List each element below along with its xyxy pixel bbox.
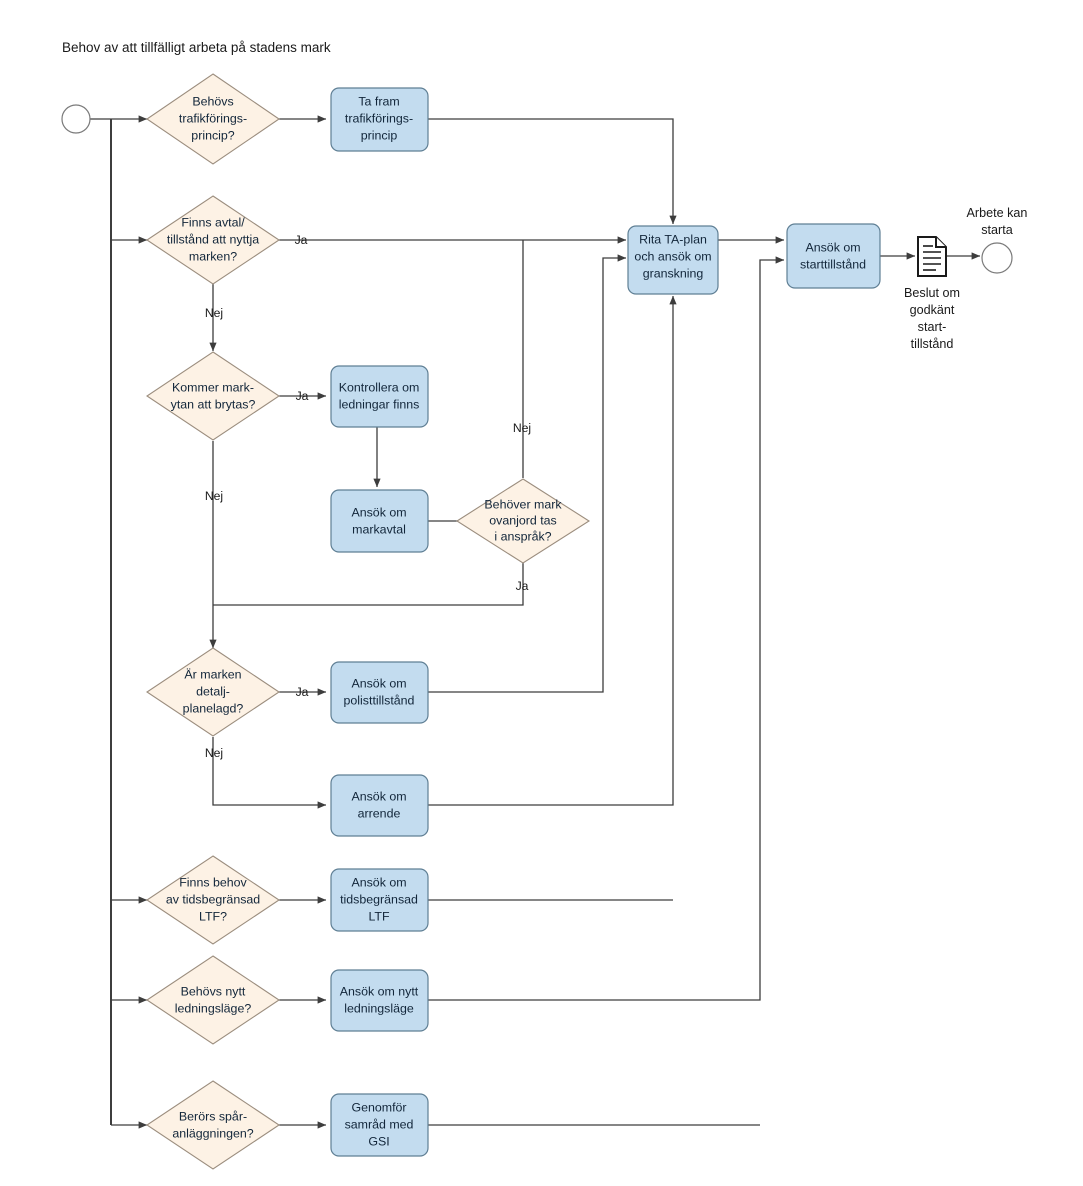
edge-label-d4-ja: Ja [516,579,529,593]
decision-sparanlaggningen[interactable]: Berörs spår- anläggningen? [146,1080,280,1170]
decision-markytan-brytas[interactable]: Kommer mark- ytan att brytas? [146,351,280,441]
edge-label-d3-ja: Ja [296,389,309,403]
process-ansok-tidsbegransad-ltf-line-0: Ansök om [351,875,406,889]
process-ansok-starttillstand-line-1: starttillstånd [800,257,866,271]
decision-nytt-ledningslage-line-1: ledningsläge? [175,1001,252,1015]
decision-detaljplanelagd-line-2: planelagd? [183,701,244,715]
decision-sparanlaggningen-line-0: Berörs spår- [179,1109,247,1123]
decision-mark-ovanjord-line-2: i anspråk? [494,529,551,543]
document-label-line-1: godkänt [910,303,955,317]
decision-detaljplanelagd-line-1: detalj- [196,684,230,698]
decision-trafikforingsprincip[interactable]: Behövs trafikförings- princip? [146,73,280,165]
process-ansok-nytt-ledningslage[interactable]: Ansök om nytt ledningsläge [330,969,429,1032]
process-genomfor-samrad-gsi-line-2: GSI [368,1134,389,1148]
edge-label-layer: Ja Nej Ja Nej Nej Ja Ja Nej [205,233,531,760]
edge-label-d5-ja: Ja [296,685,309,699]
process-kontrollera-ledningar-line-0: Kontrollera om [339,380,420,394]
decision-tidsbegransad-ltf-line-0: Finns behov [179,875,247,889]
end-node-label-line-1: starta [981,223,1013,237]
process-genomfor-samrad-gsi-line-0: Genomför [351,1100,406,1114]
edge-d5-nej-to-p5 [212,737,327,809]
process-genomfor-samrad-gsi[interactable]: Genomför samråd med GSI [330,1093,429,1157]
process-ta-fram-trafikforingsprincip-line-2: princip [361,128,398,142]
process-ansok-nytt-ledningslage-line-1: ledningsläge [344,1001,414,1015]
edge-p4-to-p9 [428,254,627,693]
decision-tidsbegransad-ltf-line-1: av tidsbegränsad [166,892,260,906]
decision-nytt-ledningslage[interactable]: Behövs nytt ledningsläge? [146,955,280,1045]
edge-p1-to-p9 [428,118,677,225]
page-title: Behov av att tillfälligt arbeta på stade… [62,40,331,55]
edge-label-d2-nej: Nej [205,306,223,320]
decision-detaljplanelagd[interactable]: Är marken detalj- planelagd? [146,647,280,737]
process-ansok-starttillstand[interactable]: Ansök om starttillstånd [786,223,881,289]
edge-label-d4-nej: Nej [513,421,531,435]
process-ansok-nytt-ledningslage-line-0: Ansök om nytt [340,984,419,998]
process-ta-fram-trafikforingsprincip-line-0: Ta fram [358,94,399,108]
connector-layer [90,115,981,1129]
decision-tidsbegransad-ltf-line-2: LTF? [199,909,227,923]
decision-avtal-tillstand-line-2: marken? [189,249,237,263]
process-ansok-tidsbegransad-ltf-line-2: LTF [368,909,390,923]
decision-tidsbegransad-ltf[interactable]: Finns behov av tidsbegränsad LTF? [146,855,280,945]
process-rita-ta-plan-line-1: och ansök om [634,249,711,263]
decision-mark-ovanjord-line-0: Behöver mark [484,497,562,511]
process-ansok-polisttillstand-line-0: Ansök om [351,676,406,690]
decision-avtal-tillstand-line-1: tillstånd att nyttja [167,232,259,246]
process-kontrollera-ledningar-line-1: ledningar finns [339,397,420,411]
decision-markytan-brytas-line-1: ytan att brytas? [171,397,256,411]
start-node[interactable] [61,104,91,134]
process-ansok-markavtal-line-0: Ansök om [351,505,406,519]
edge-label-d5-nej: Nej [205,746,223,760]
decision-avtal-tillstand-line-0: Finns avtal/ [181,215,245,229]
process-ansok-arrende-line-0: Ansök om [351,789,406,803]
decision-mark-ovanjord[interactable]: Behöver mark ovanjord tas i anspråk? [455,478,591,564]
document-label-line-3: tillstånd [911,337,954,351]
process-ansok-arrende-line-1: arrende [358,806,401,820]
decision-mark-ovanjord-line-1: ovanjord tas [489,513,557,527]
process-genomfor-samrad-gsi-line-1: samråd med [345,1117,414,1131]
process-ansok-polisttillstand[interactable]: Ansök om polisttillstånd [330,661,429,724]
decision-markytan-brytas-line-0: Kommer mark- [172,380,254,394]
end-node-label-line-0: Arbete kan [967,206,1028,220]
edge-d4-ja-left [213,563,524,606]
decision-sparanlaggningen-line-1: anläggningen? [172,1126,253,1140]
document-node[interactable]: Beslut om godkänt start- tillstånd [904,236,960,351]
decision-trafikforingsprincip-line-1: trafikförings- [179,111,247,125]
process-rita-ta-plan[interactable]: Rita TA-plan och ansök om granskning [627,225,719,295]
process-ansok-arrende[interactable]: Ansök om arrende [330,774,429,837]
process-ansok-markavtal-line-1: markavtal [352,522,406,536]
process-ansok-tidsbegransad-ltf[interactable]: Ansök om tidsbegränsad LTF [330,868,429,932]
decision-detaljplanelagd-line-0: Är marken [184,667,241,681]
process-ansok-polisttillstand-line-1: polisttillstånd [344,693,415,707]
decision-trafikforingsprincip-line-0: Behövs [192,94,233,108]
process-rita-ta-plan-line-2: granskning [643,266,704,280]
document-label-line-0: Beslut om [904,286,960,300]
process-ta-fram-trafikforingsprincip-line-1: trafikförings- [345,111,413,125]
process-ansok-markavtal[interactable]: Ansök om markavtal [330,489,429,553]
edge-label-d2-ja: Ja [295,233,308,247]
decision-trafikforingsprincip-line-2: princip? [191,128,235,142]
decision-avtal-tillstand[interactable]: Finns avtal/ tillstånd att nyttja marken… [146,195,280,285]
process-rita-ta-plan-line-0: Rita TA-plan [639,232,707,246]
process-ansok-tidsbegransad-ltf-line-1: tidsbegränsad [340,892,418,906]
end-node[interactable]: Arbete kan starta [967,206,1028,274]
process-ta-fram-trafikforingsprincip[interactable]: Ta fram trafikförings- princip [330,87,429,152]
edge-p7-to-p10 [428,256,785,1001]
process-kontrollera-ledningar[interactable]: Kontrollera om ledningar finns [330,365,429,428]
process-ansok-starttillstand-line-0: Ansök om [805,240,860,254]
edge-p5-to-p9 [428,295,677,806]
document-label-line-2: start- [918,320,947,334]
edge-label-d3-nej: Nej [205,489,223,503]
decision-nytt-ledningslage-line-0: Behövs nytt [181,984,246,998]
